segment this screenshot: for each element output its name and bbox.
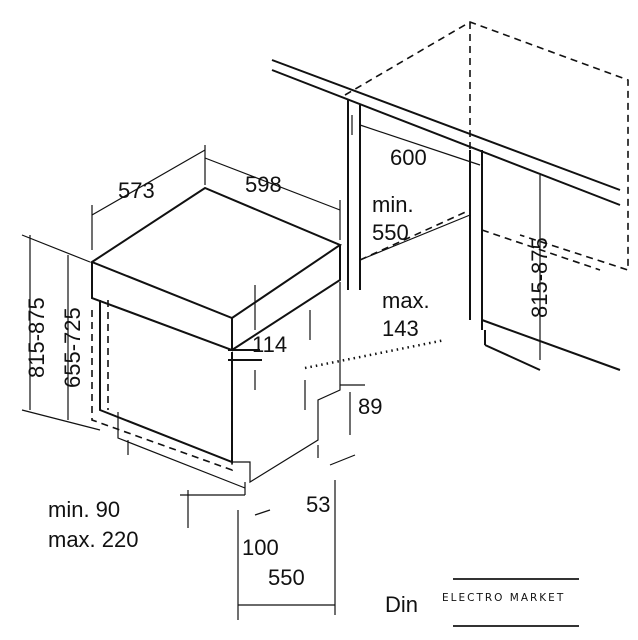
watermark-logo: ELECTRO MARKET xyxy=(440,592,568,604)
dishwasher-body xyxy=(89,186,343,495)
dim-plinth-89: 89 xyxy=(358,394,382,419)
dim-height-815-875: 815-875 xyxy=(24,297,49,378)
dim-foot-53: 53 xyxy=(306,492,330,517)
dim-depth-573: 573 xyxy=(118,178,155,203)
dim-width-598: 598 xyxy=(245,172,282,197)
dim-height-655-725: 655-725 xyxy=(60,307,85,388)
dim-plinth-max: max. 220 xyxy=(48,527,139,552)
dim-plinth-min: min. 90 xyxy=(48,497,120,522)
dim-niche-depth-550: 550 xyxy=(372,220,409,245)
dim-niche-height: 815-875 xyxy=(527,237,552,318)
watermark-logo-frame xyxy=(453,578,579,627)
dim-panel-143: 143 xyxy=(382,316,419,341)
dim-niche-width-600: 600 xyxy=(390,145,427,170)
caption-partial: Din xyxy=(385,592,418,617)
dim-panel-114: 114 xyxy=(252,332,287,357)
niche-outline xyxy=(271,21,629,371)
dim-panel-max-label: max. xyxy=(382,288,430,313)
dimension-lines xyxy=(21,115,541,620)
dim-bottom-depth-550: 550 xyxy=(268,565,305,590)
dim-foot-100: 100 xyxy=(242,535,279,560)
dim-niche-min-label: min. xyxy=(372,192,414,217)
